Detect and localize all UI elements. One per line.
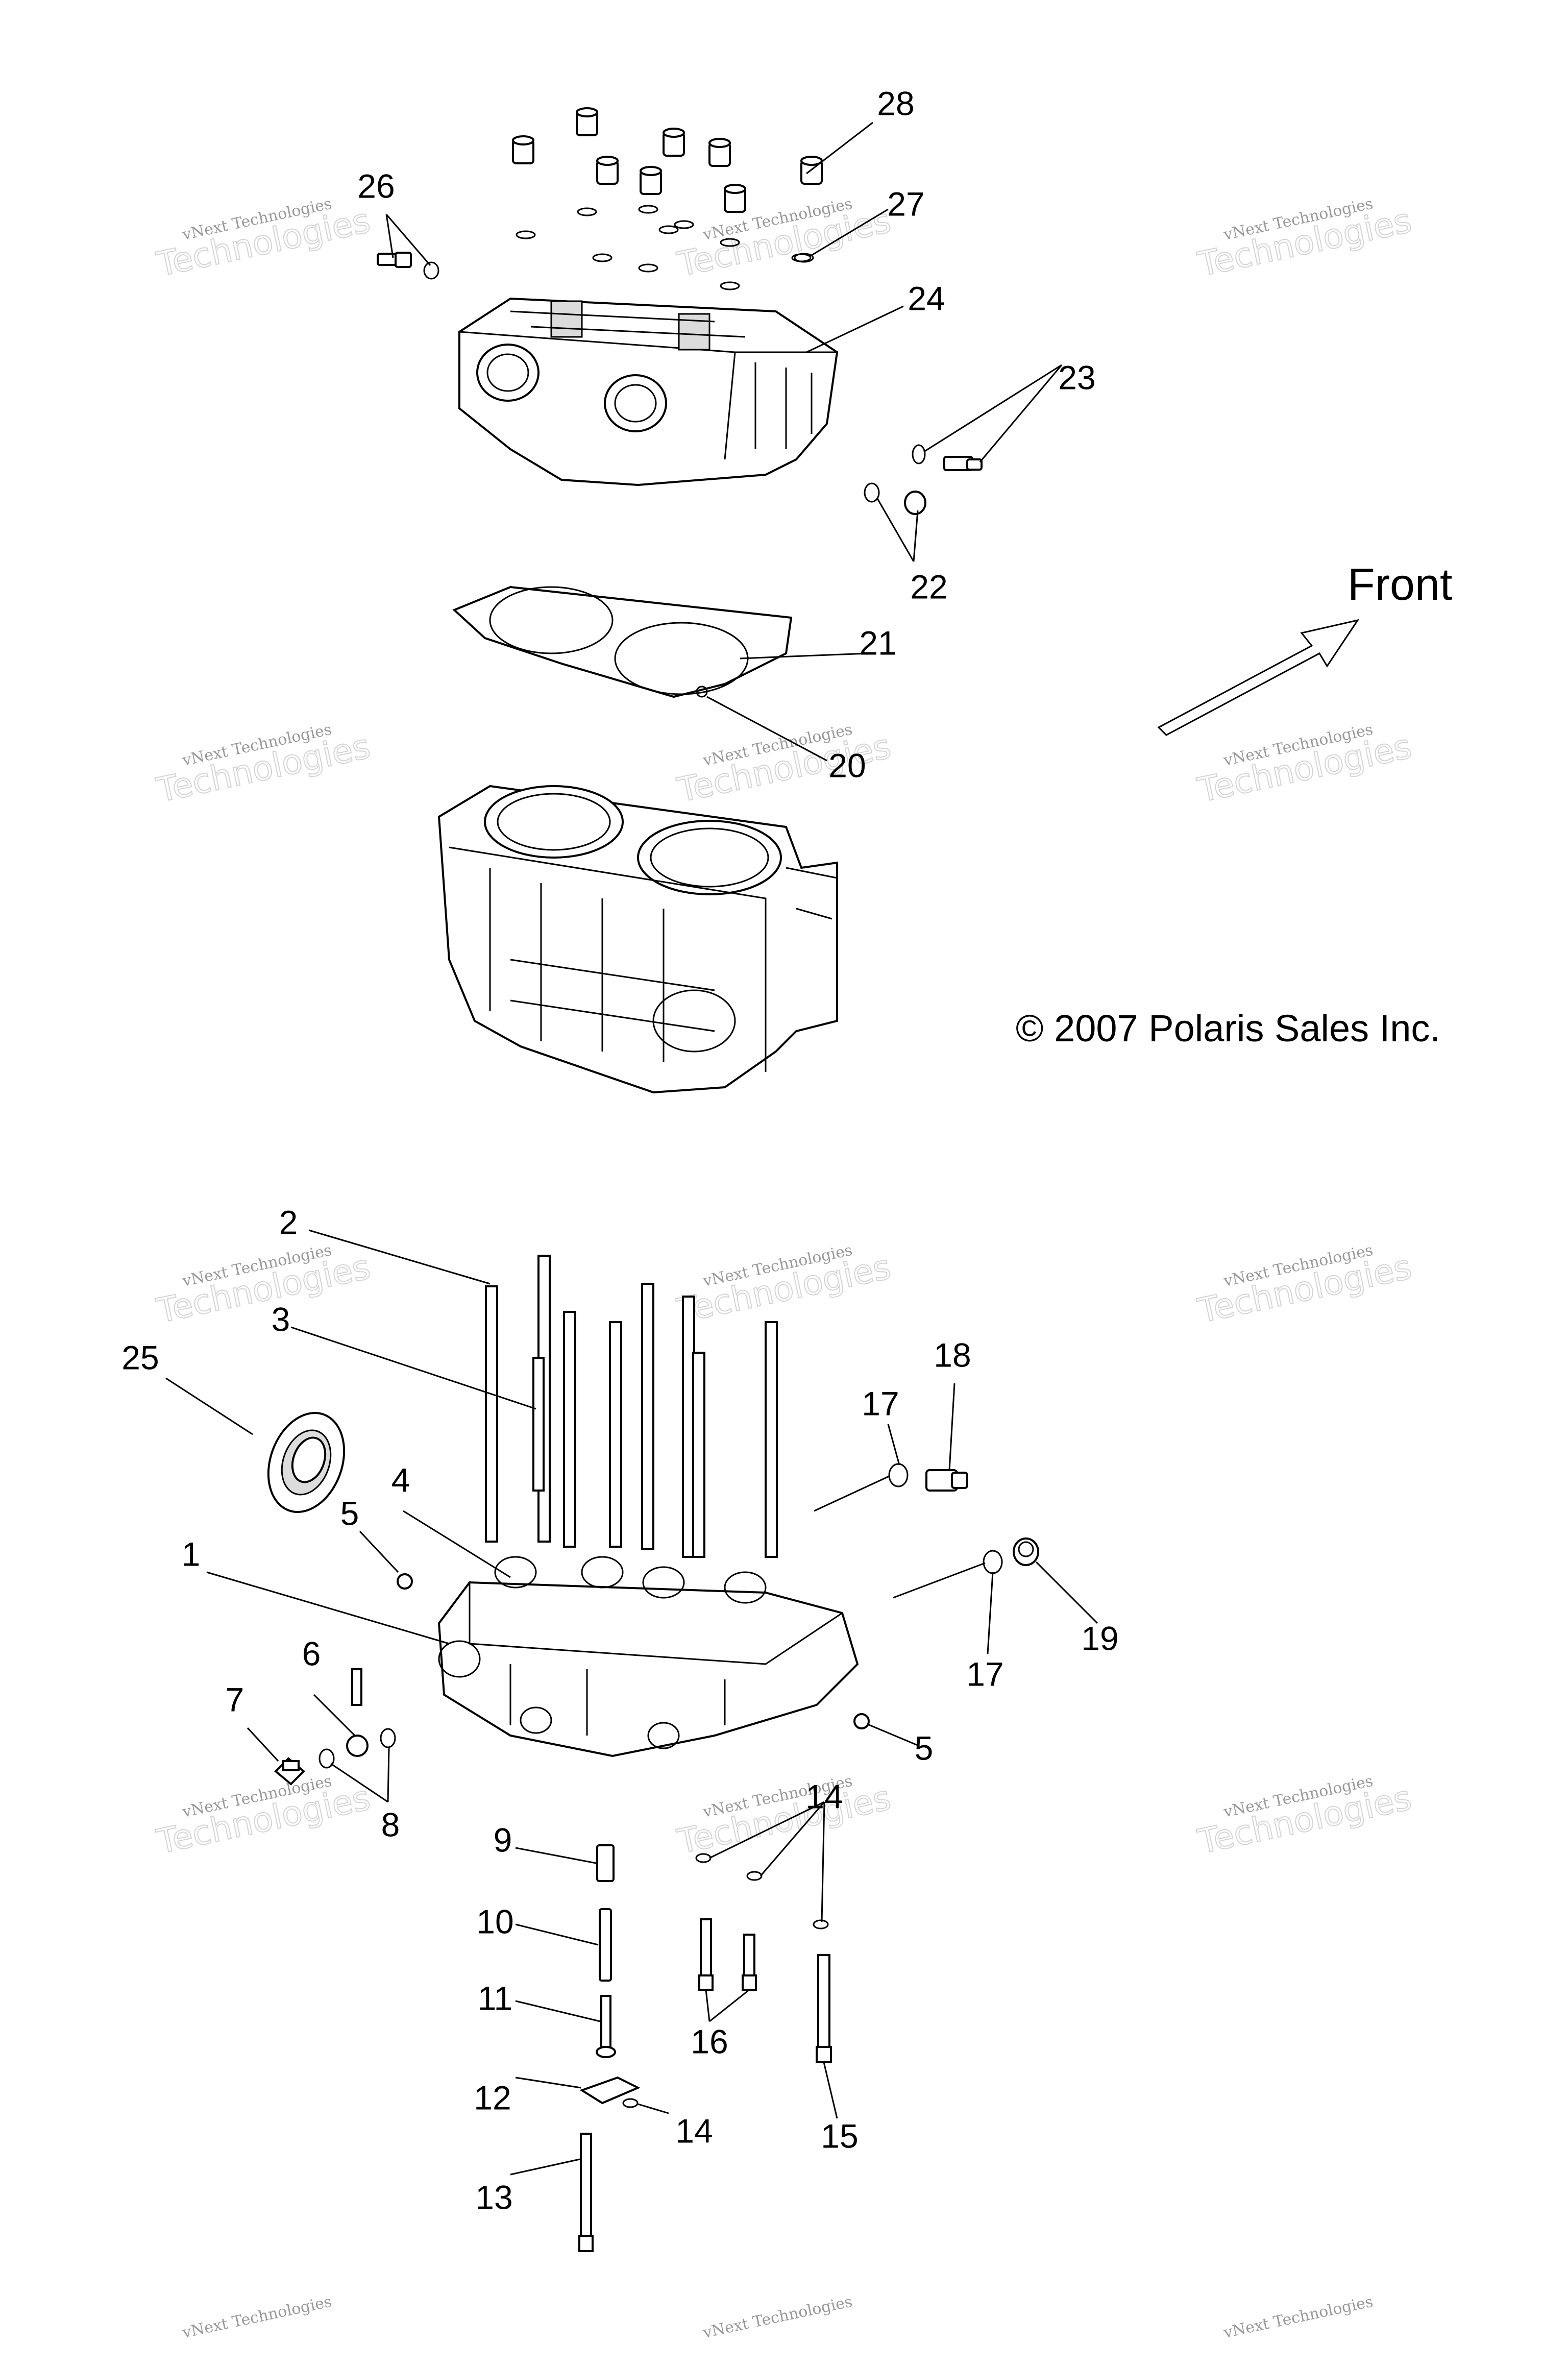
bolt-7 xyxy=(274,1757,305,1786)
callout-6: 6 xyxy=(302,1634,321,1672)
callout-26: 26 xyxy=(357,167,395,205)
front-arrow xyxy=(1157,619,1360,736)
svg-text:vNext Technologies: vNext Technologies xyxy=(1221,2293,1375,2342)
callout-8: 8 xyxy=(381,1805,400,1843)
cylinder-block xyxy=(437,785,838,1094)
crankcase xyxy=(437,1556,859,1757)
cylinder-studs xyxy=(485,1255,778,1558)
fitting-26 xyxy=(377,252,439,280)
callout-22: 22 xyxy=(910,568,947,605)
callout-10: 10 xyxy=(476,1902,513,1940)
plug-5 xyxy=(397,1573,870,1729)
callout-9: 9 xyxy=(494,1821,512,1859)
fitting-23 xyxy=(912,444,983,471)
callout-21: 21 xyxy=(859,624,896,662)
callout-24: 24 xyxy=(908,279,945,317)
callout-23: 23 xyxy=(1058,358,1095,396)
callout-28: 28 xyxy=(877,84,914,122)
callout-18: 18 xyxy=(934,1336,971,1374)
dowel-9 xyxy=(596,1844,615,1882)
leader-lines xyxy=(165,121,1098,2176)
callout-27: 27 xyxy=(887,185,924,223)
callout-17b: 17 xyxy=(966,1655,1003,1693)
bolt-15 xyxy=(816,1954,832,2063)
fitting-6 xyxy=(346,1668,369,1757)
bolt-13 xyxy=(578,2133,594,2252)
callout-19: 19 xyxy=(1081,1619,1118,1657)
callout-14b: 14 xyxy=(675,2112,713,2150)
callout-13: 13 xyxy=(475,2178,512,2216)
washer-14 xyxy=(622,1853,829,2108)
dowel-10 xyxy=(599,1908,612,1982)
callout-5a: 5 xyxy=(340,1494,359,1532)
part-27 xyxy=(794,253,814,263)
callout-20: 20 xyxy=(828,746,866,784)
callout-12: 12 xyxy=(474,2079,511,2116)
callout-3: 3 xyxy=(272,1300,290,1338)
washer-8 xyxy=(318,1728,396,1769)
callout-11: 11 xyxy=(478,1979,513,2017)
svg-text:vNext Technologies: vNext Technologies xyxy=(701,2293,854,2342)
callout-5b: 5 xyxy=(915,1729,934,1767)
watermark: vNext Technologies xyxy=(701,2293,854,2342)
callout-17a: 17 xyxy=(862,1384,899,1422)
callout-15: 15 xyxy=(821,2117,858,2155)
bolt-16 xyxy=(698,1918,757,1991)
plug-22 xyxy=(864,482,926,515)
callout-4: 4 xyxy=(391,1461,410,1499)
callout-16: 16 xyxy=(691,2022,728,2060)
callout-labels: 1 2 3 4 5 5 6 7 8 9 10 11 12 13 14 14 15… xyxy=(121,84,1118,2216)
copyright-notice: © 2007 Polaris Sales Inc. xyxy=(1016,1007,1440,1049)
callout-2: 2 xyxy=(279,1203,298,1241)
bracket-12 xyxy=(579,2076,641,2105)
seal-25 xyxy=(267,1412,346,1513)
callout-7: 7 xyxy=(226,1680,244,1718)
plug-19 xyxy=(1013,1537,1039,1566)
svg-text:vNext Technologies: vNext Technologies xyxy=(180,2293,333,2342)
front-label: Front xyxy=(1348,559,1452,609)
valve-stem-seals xyxy=(512,107,823,213)
callout-1: 1 xyxy=(182,1535,201,1573)
fitting-18 xyxy=(925,1469,968,1492)
callout-25: 25 xyxy=(121,1338,159,1376)
callout-14a: 14 xyxy=(805,1777,843,1815)
bolt-11 xyxy=(596,1995,616,2058)
watermark: vNext Technologies xyxy=(1221,2293,1375,2342)
head-gasket xyxy=(452,585,793,698)
cylinder-head xyxy=(458,297,839,486)
watermark: vNext Technologies xyxy=(180,2293,333,2342)
